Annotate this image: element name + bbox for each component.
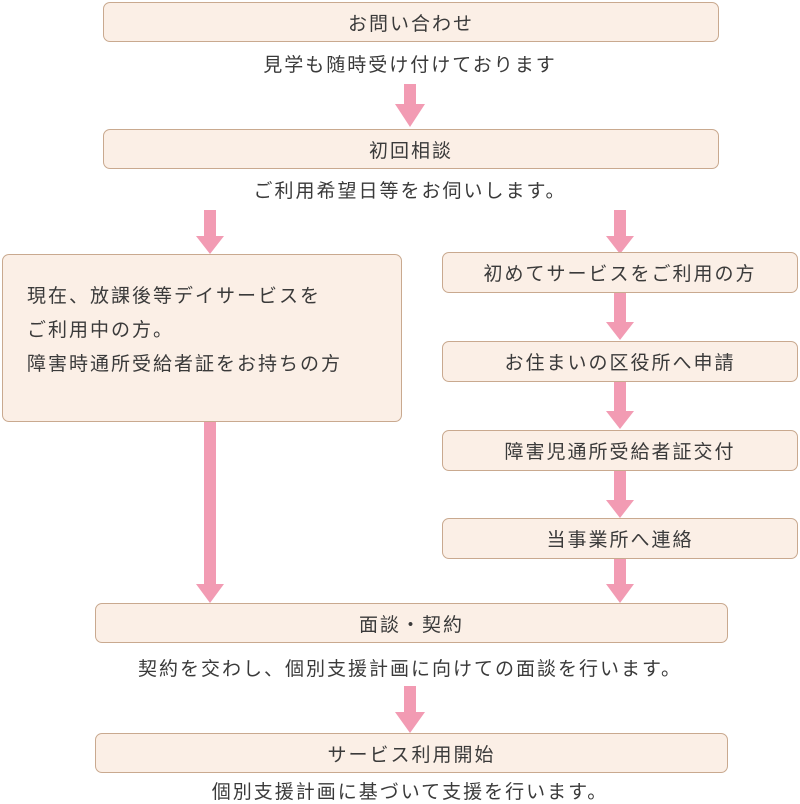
step-inquiry: お問い合わせ (103, 2, 719, 42)
step-interview-note: 契約を交わし、個別支援計画に向けての面談を行います。 (137, 658, 683, 680)
step-certificate-label: 障害児通所受給者証交付 (504, 441, 736, 463)
arrow-ward-to-certificate (606, 382, 634, 429)
step-ward-office-label: お住まいの区役所へ申請 (504, 352, 736, 374)
arrow-consult-to-firsttime (606, 210, 634, 254)
arrow-contact-to-interview (606, 559, 634, 603)
step-start: サービス利用開始 (95, 733, 728, 773)
arrow-existing-to-interview (196, 422, 224, 603)
step-inquiry-label: お問い合わせ (347, 12, 474, 35)
arrow-interview-to-start (395, 686, 425, 733)
existing-users-line-2: ご利用中の方。 (27, 319, 175, 341)
existing-users-line-3: 障害時通所受給者証をお持ちの方 (27, 353, 343, 375)
step-start-label: サービス利用開始 (327, 743, 496, 766)
step-certificate: 障害児通所受給者証交付 (442, 430, 798, 471)
step-inquiry-note: 見学も随時受け付けております (263, 54, 557, 76)
step-existing-users: 現在、放課後等デイサービスを ご利用中の方。 障害時通所受給者証をお持ちの方 (2, 254, 402, 422)
step-contact-office: 当事業所へ連絡 (442, 518, 798, 559)
step-interview: 面談・契約 (95, 603, 728, 643)
step-first-time: 初めてサービスをご利用の方 (442, 252, 798, 293)
existing-users-line-1: 現在、放課後等デイサービスを (27, 285, 322, 307)
arrow-consult-to-existing (196, 210, 224, 254)
step-initial-consult: 初回相談 (103, 129, 719, 169)
step-first-time-label: 初めてサービスをご利用の方 (483, 263, 757, 285)
arrow-inquiry-to-consult (395, 84, 425, 127)
step-contact-office-label: 当事業所へ連絡 (546, 529, 694, 551)
step-initial-consult-note: ご利用希望日等をお伺いします。 (253, 180, 567, 202)
arrow-certificate-to-contact (606, 471, 634, 518)
arrow-firsttime-to-ward (606, 293, 634, 340)
step-start-note: 個別支援計画に基づいて支援を行います。 (211, 781, 609, 803)
step-initial-consult-label: 初回相談 (368, 139, 453, 162)
step-interview-label: 面談・契約 (358, 613, 464, 636)
step-ward-office: お住まいの区役所へ申請 (442, 341, 798, 382)
